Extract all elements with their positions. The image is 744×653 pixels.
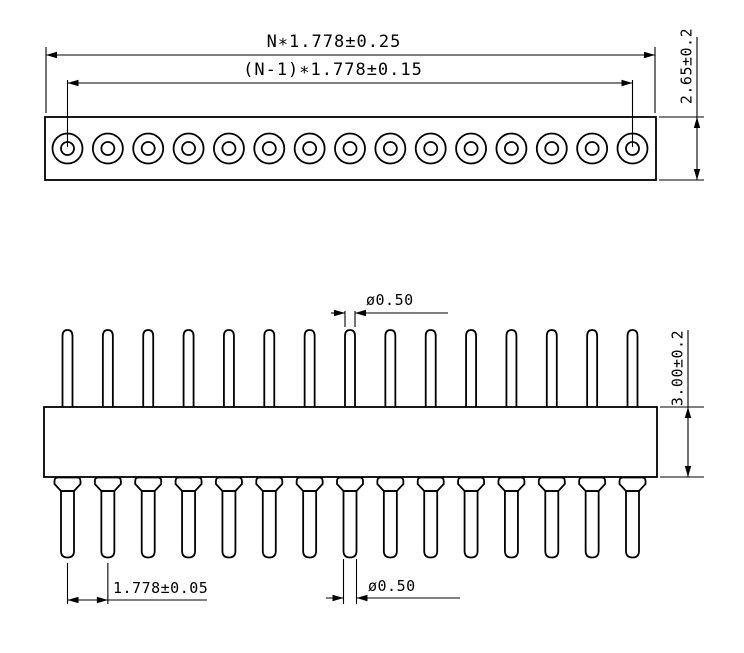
pin-hole-inner-circle <box>140 141 156 156</box>
pin-hole-inner-circle <box>221 141 237 156</box>
pin-hole-inner-circle <box>504 141 519 156</box>
bottom-pin-collar <box>174 476 203 492</box>
top-pin <box>303 329 316 407</box>
bottom-pin-collar <box>134 476 163 492</box>
pin-hole-outer-circle <box>495 132 528 165</box>
top-pin <box>505 329 518 407</box>
top-pin <box>384 329 397 407</box>
bottom-pin-stem <box>544 490 560 559</box>
bottom-pin-collar <box>537 476 566 492</box>
pin-hole-outer-circle <box>535 132 568 165</box>
dim-pin-diameter-top <box>331 309 448 327</box>
bottom-pin-stem <box>60 490 75 559</box>
dim-pin-span <box>66 79 634 147</box>
dim-label-overall-width: N∗1.778±0.25 <box>266 32 402 52</box>
side-view-body <box>43 406 658 478</box>
pin-hole-outer-circle <box>414 132 447 165</box>
dim-label-body-thickness: 3.00±0.2 <box>668 329 687 407</box>
bottom-pin-collar <box>578 476 607 492</box>
side-view <box>43 329 658 559</box>
bottom-pin-collar <box>457 476 485 492</box>
bottom-pin-collar <box>497 476 526 492</box>
top-pin <box>586 329 599 407</box>
bottom-pin-collar <box>215 476 243 492</box>
bottom-pin-stem <box>463 490 479 559</box>
pin-hole-inner-circle <box>100 141 116 156</box>
bottom-pin-collar <box>295 476 324 492</box>
dim-body-thickness <box>660 330 704 478</box>
bottom-pin-stem <box>140 490 156 559</box>
bottom-pin-stem <box>584 490 600 559</box>
bottom-pin-stem <box>302 490 318 559</box>
pin-hole-inner-circle <box>181 141 196 156</box>
pin-hole-inner-circle <box>463 141 479 156</box>
pin-hole-outer-circle <box>374 132 407 165</box>
pin-hole-inner-circle <box>584 141 600 156</box>
pin-hole-outer-circle <box>576 132 609 165</box>
dim-label-body-height: 2.65±0.2 <box>677 27 696 105</box>
pin-hole-inner-circle <box>342 141 358 156</box>
top-pin <box>545 329 558 407</box>
bottom-pin-stem <box>261 490 277 559</box>
bottom-pin-stem <box>342 490 358 559</box>
bottom-pin-collar <box>255 476 284 492</box>
pin-hole-outer-circle <box>293 132 326 165</box>
dim-label-top-pin-diameter: ø0.50 <box>366 291 414 309</box>
pin-hole-inner-circle <box>261 141 277 156</box>
bottom-pin-collar <box>376 476 405 492</box>
dim-label-pin-pitch: 1.778±0.05 <box>113 579 209 597</box>
bottom-pin-stem <box>625 490 640 559</box>
pin-hole-inner-circle <box>423 141 439 156</box>
dim-overall-width <box>45 47 656 113</box>
bottom-pin-collar <box>618 476 647 492</box>
bottom-pin-collar <box>53 476 82 492</box>
pin-hole-outer-circle <box>91 132 124 165</box>
pin-hole-inner-circle <box>382 141 398 156</box>
dim-label-bottom-pin-diameter: ø0.50 <box>368 577 416 595</box>
top-pin <box>101 329 114 407</box>
top-pin <box>465 329 477 407</box>
bottom-pin-collar <box>93 476 122 492</box>
pin-hole-outer-circle <box>334 132 366 165</box>
pin-hole-outer-circle <box>172 132 205 165</box>
bottom-pin-stem <box>423 490 439 559</box>
top-view <box>44 116 657 181</box>
bottom-pin-stem <box>221 490 237 559</box>
pin-hole-outer-circle <box>213 132 245 165</box>
top-pin <box>344 329 356 407</box>
pin-hole-outer-circle <box>132 132 165 165</box>
pin-hole-inner-circle <box>544 141 560 156</box>
top-pin <box>182 329 195 407</box>
bottom-pin-stem <box>181 490 196 559</box>
top-view-body <box>44 116 657 181</box>
pin-hole-inner-circle <box>302 141 318 156</box>
bottom-pin-collar <box>336 476 364 492</box>
dim-pin-pitch <box>66 563 207 604</box>
pin-hole-outer-circle <box>455 132 487 165</box>
bottom-pin-collar <box>416 476 445 492</box>
dim-pin-diameter-bottom <box>326 559 460 604</box>
top-pin <box>263 329 276 407</box>
top-pin <box>424 329 437 407</box>
bottom-pin-stem <box>100 490 116 559</box>
dim-label-pin-span: (N-1)∗1.778±0.15 <box>243 60 423 80</box>
pin-hole-outer-circle <box>253 132 286 165</box>
top-pin <box>223 329 235 407</box>
bottom-pin-stem <box>382 490 398 559</box>
top-pin <box>626 329 639 407</box>
top-pin <box>142 329 155 407</box>
top-pin <box>61 329 74 407</box>
bottom-pin-stem <box>504 490 519 559</box>
dim-body-height <box>659 37 704 181</box>
